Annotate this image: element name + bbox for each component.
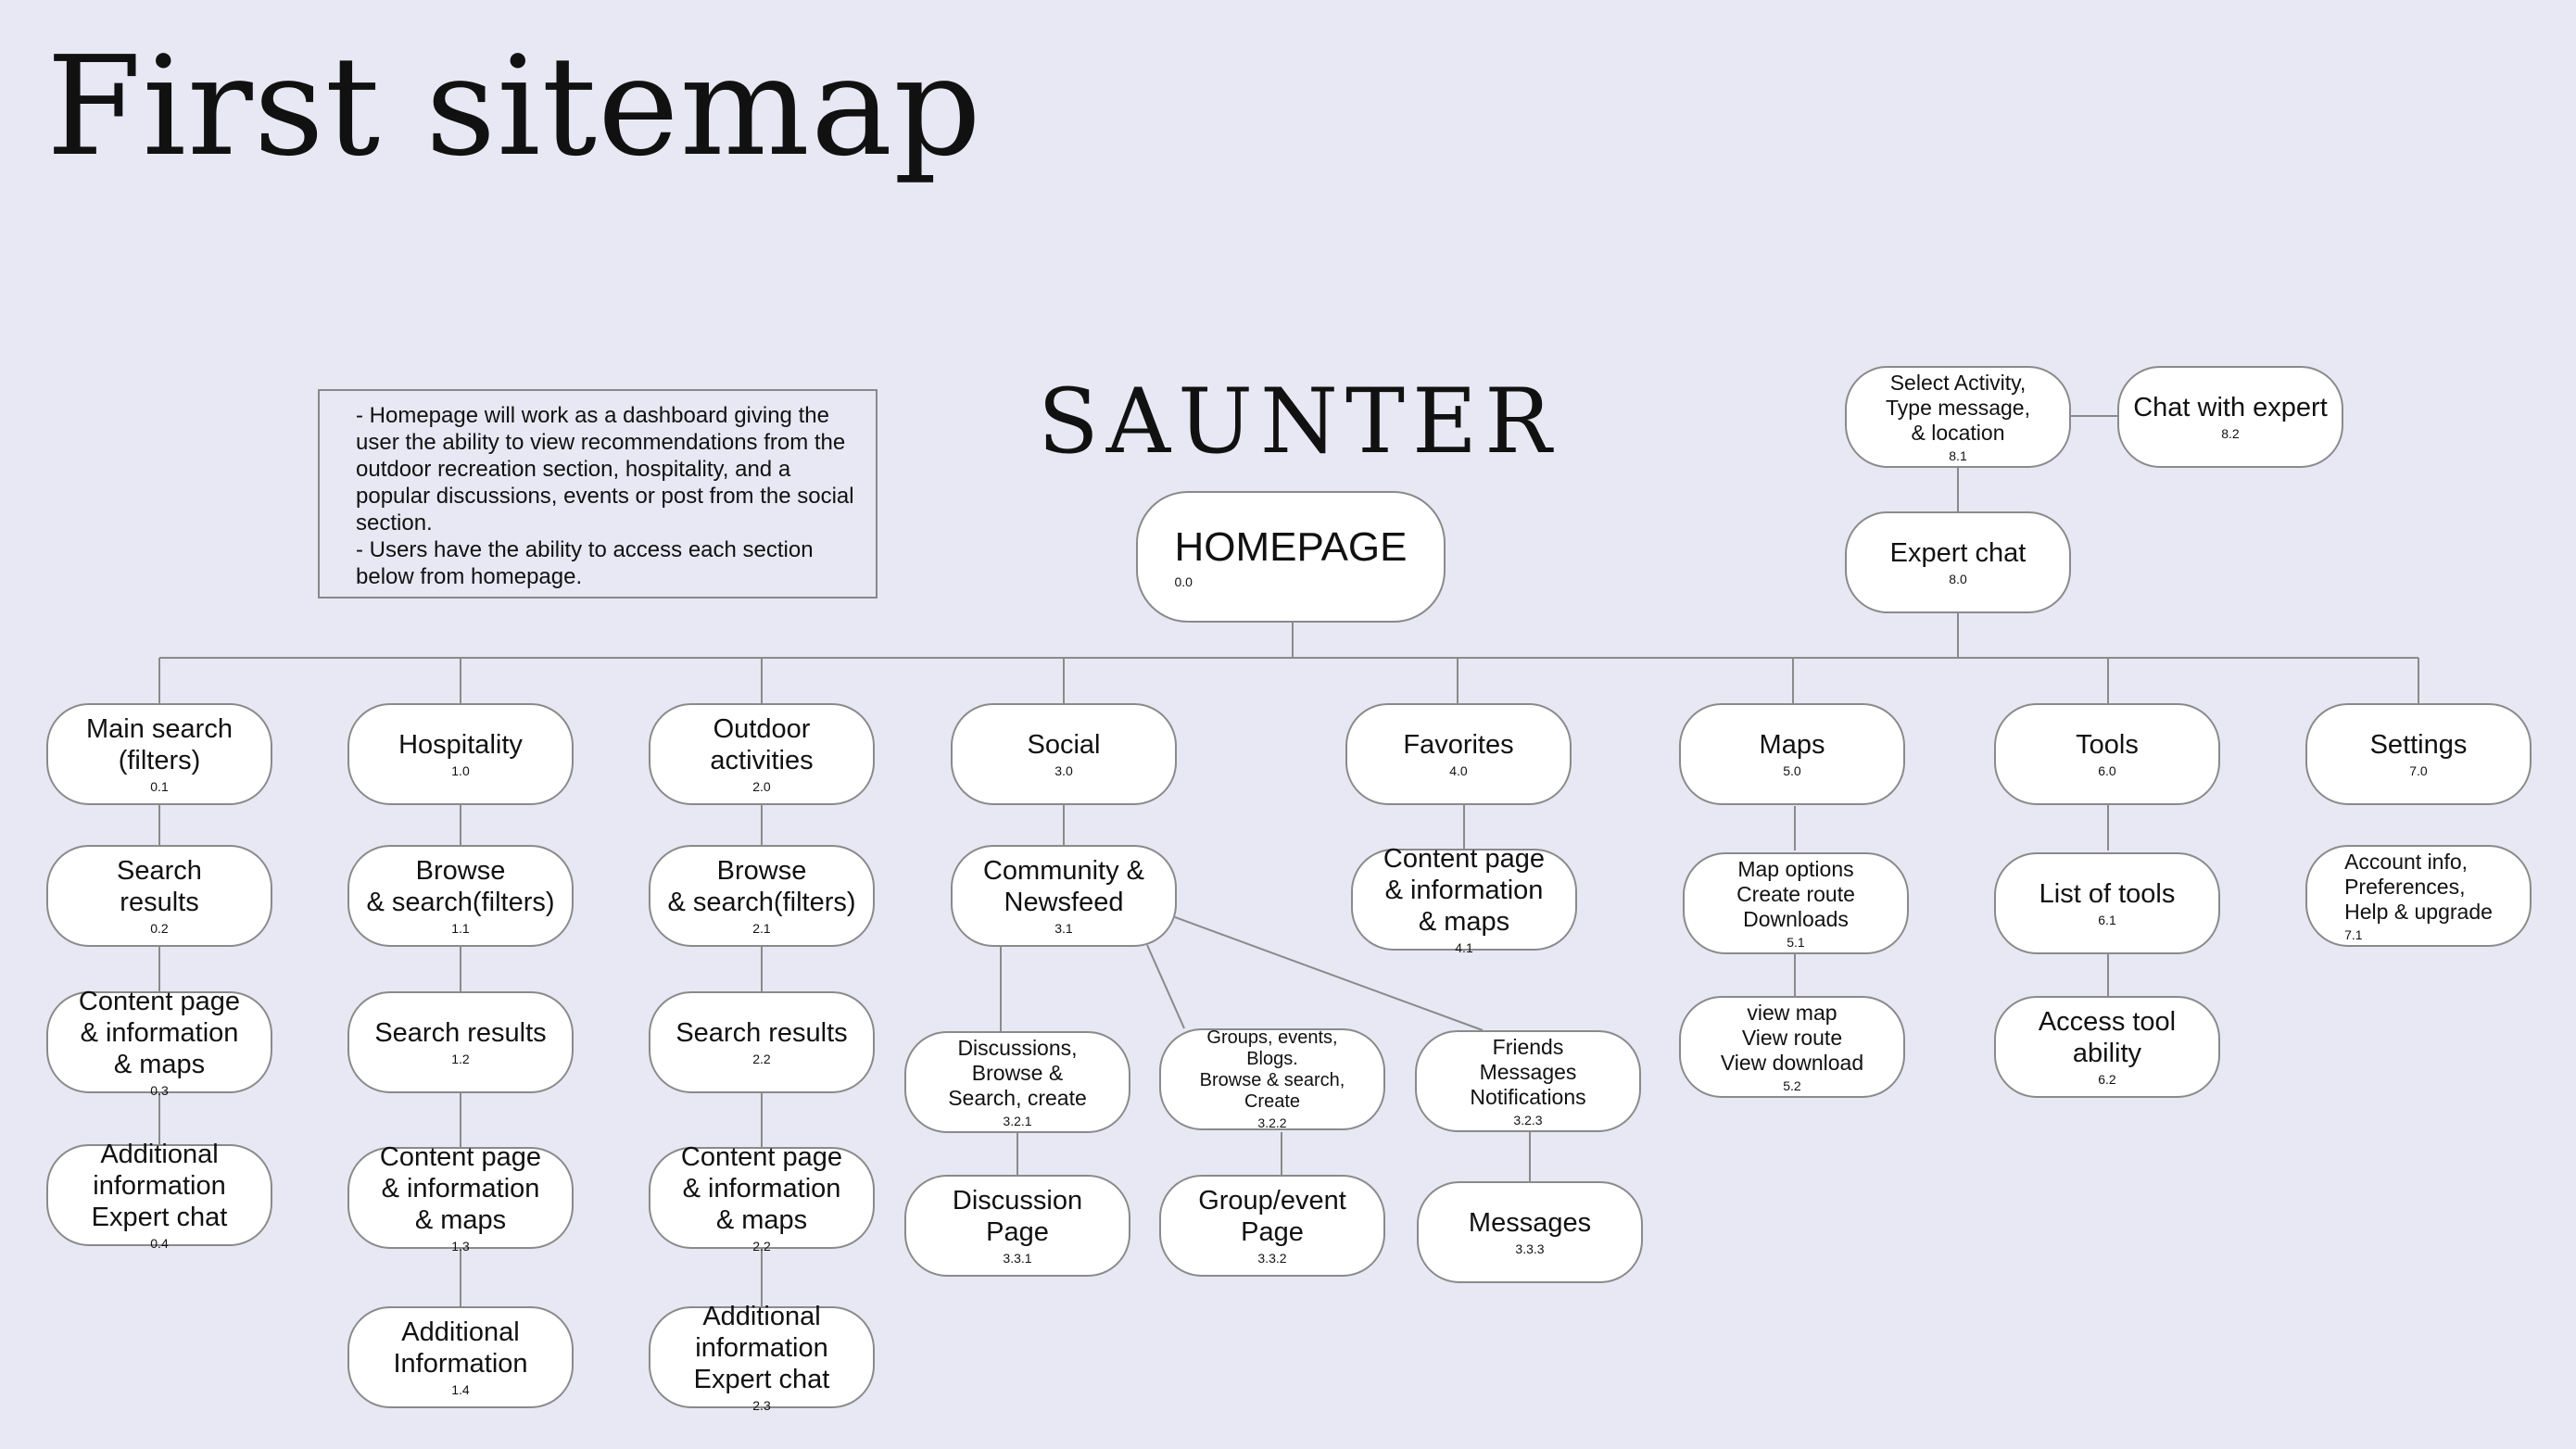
node-account-info: Account info, Preferences, Help & upgrad… xyxy=(2305,845,2532,947)
node-select-activity: Select Activity, Type message, & locatio… xyxy=(1845,366,2071,468)
note-line-2: - Users have the ability to access each … xyxy=(356,537,814,589)
node-browse-2: Browse & search(filters)2.1 xyxy=(649,845,875,947)
note-line-1: - Homepage will work as a dashboard givi… xyxy=(356,403,854,536)
node-browse-1: Browse & search(filters)1.1 xyxy=(347,845,574,947)
connector xyxy=(1174,916,1484,1031)
connector xyxy=(1146,944,1185,1029)
node-groups-events: Groups, events, Blogs. Browse & search, … xyxy=(1159,1027,1385,1130)
homepage-note: - Homepage will work as a dashboard givi… xyxy=(318,389,878,598)
page-title: First sitemap xyxy=(46,27,982,186)
node-main-search: Main search (filters)0.1 xyxy=(46,703,272,805)
saunter-logo: SAUNTER xyxy=(1038,370,1559,473)
